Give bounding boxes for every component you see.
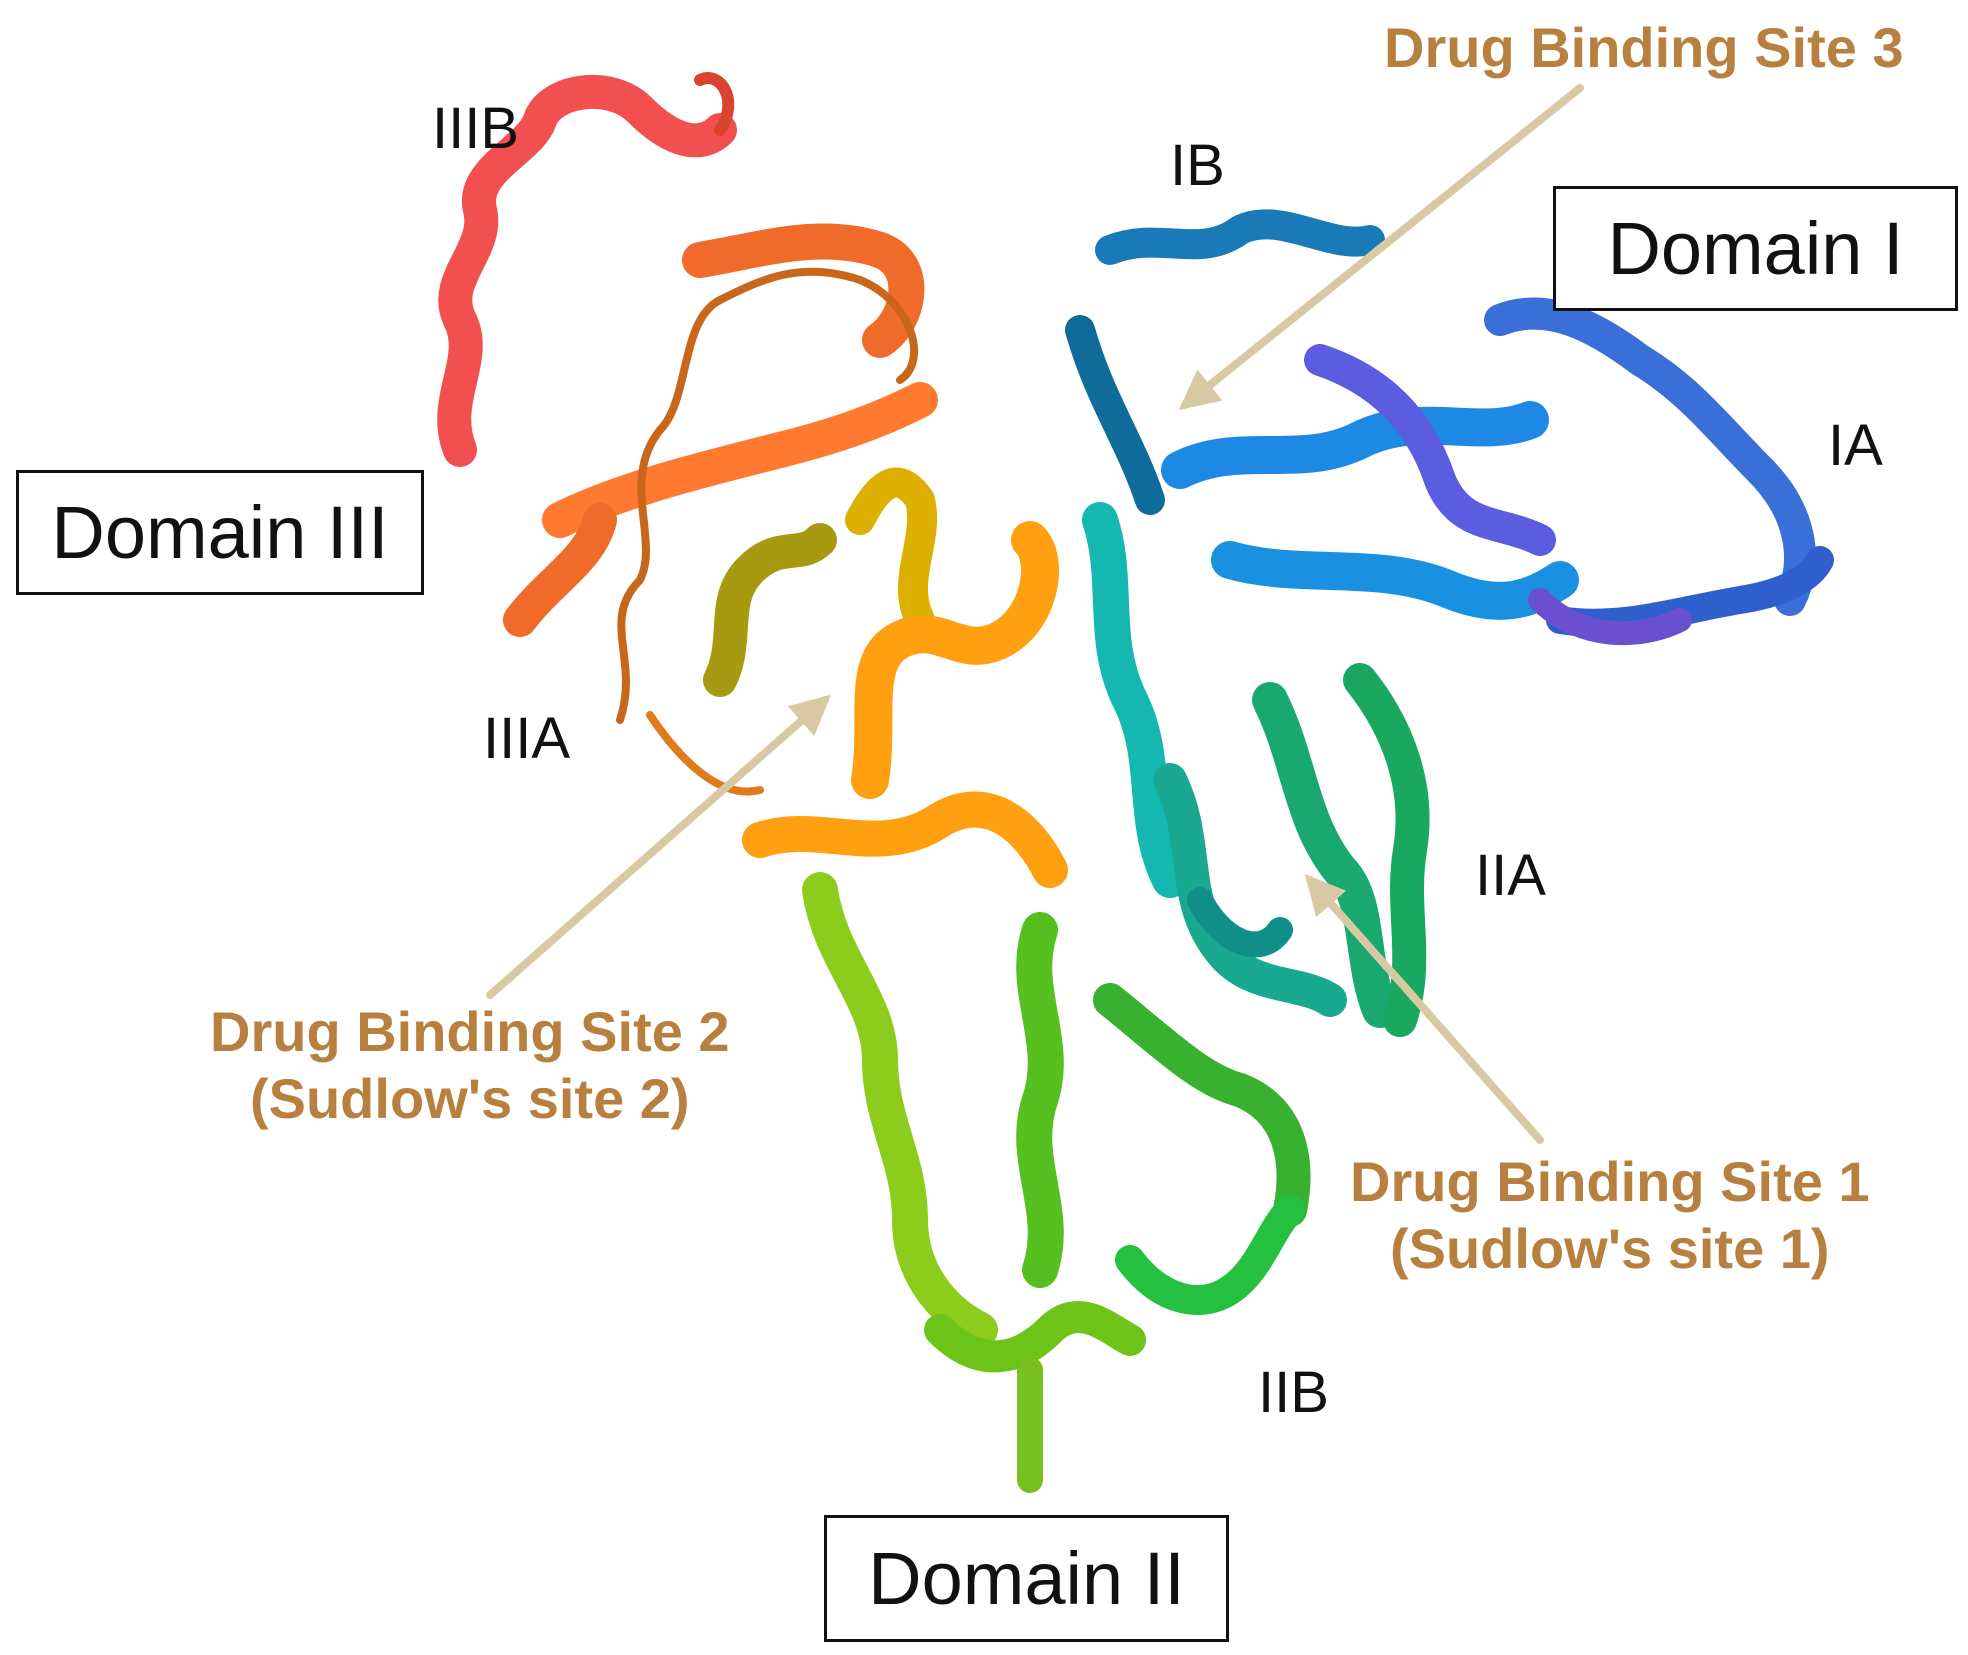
domain-ii-helix-right	[1093, 983, 1311, 1227]
subdomain-ib-label: IB	[1170, 133, 1225, 198]
binding-site-3-title: Drug Binding Site 3	[1384, 16, 1904, 79]
domain-iia-ribbon	[1082, 502, 1430, 1037]
binding-site-2-label: Drug Binding Site 2 (Sudlow's site 2)	[210, 998, 730, 1132]
domain-iia-helix-teal	[1082, 502, 1188, 898]
binding-site-arrows	[486, 84, 1584, 1144]
domain-iii-label: Domain III	[51, 491, 389, 574]
domain-iiia-helix-lower	[742, 791, 1068, 888]
domain-iiia-helix-orange	[851, 521, 1059, 799]
domain-iiib-helix	[437, 74, 737, 467]
domain-ii-helix-bottom	[924, 1301, 1146, 1373]
site3-arrow	[1178, 84, 1584, 411]
domain-i-label: Domain I	[1607, 207, 1904, 290]
subdomain-iia-label: IIA	[1475, 843, 1546, 908]
domain-ii-ribbon	[802, 872, 1311, 1493]
domain-ii-helix-center	[1016, 912, 1064, 1288]
domain-i-helix-core	[1304, 344, 1556, 556]
domain-iia-helix-right	[1343, 663, 1430, 1037]
binding-site-1-label: Drug Binding Site 1 (Sudlow's site 1)	[1350, 1148, 1870, 1282]
subdomain-iiib-label: IIIB	[432, 96, 520, 161]
domain-ii-box: Domain II	[824, 1515, 1229, 1642]
domain-iib-helix	[1115, 1195, 1305, 1315]
site1-arrow	[1304, 874, 1544, 1144]
domain-iiia-ribbon	[703, 467, 1068, 888]
domain-iia-helix-inner	[1187, 887, 1293, 958]
domain-ib-helix-lower	[1065, 315, 1165, 515]
domain-i-ribbon	[1065, 209, 1834, 646]
binding-site-1-title: Drug Binding Site 1	[1350, 1150, 1870, 1213]
domain-iiia-helix-olive	[703, 523, 837, 697]
domain-iiib-coil	[694, 72, 735, 136]
subdomain-iiia-label: IIIA	[483, 706, 571, 771]
binding-site-2-title: Drug Binding Site 2	[210, 1000, 730, 1063]
domain-iii-ribbon	[437, 72, 938, 796]
binding-site-2-subtitle: (Sudlow's site 2)	[249, 1067, 690, 1131]
domain-iii-box: Domain III	[16, 470, 424, 595]
domain-iii-helix-long	[542, 382, 938, 538]
domain-iii-helix-left	[503, 503, 617, 637]
domain-i-helix-central	[1161, 401, 1549, 489]
domain-i-box: Domain I	[1553, 186, 1958, 311]
domain-ib-helix	[1095, 209, 1385, 265]
domain-ia-helix-purple	[1528, 588, 1692, 646]
domain-ii-label: Domain II	[868, 1537, 1185, 1620]
subdomain-iib-label: IIB	[1258, 1360, 1329, 1425]
binding-site-3-label: Drug Binding Site 3	[1384, 14, 1904, 81]
domain-iiia-helix-gold	[845, 467, 938, 635]
domain-iii-loop-lower	[646, 711, 764, 796]
domain-iia-helix-green	[1252, 682, 1398, 1028]
domain-iia-helix-cyan	[1153, 763, 1347, 1017]
domain-ia-helix	[1484, 297, 1816, 616]
domain-ii-helix-left	[802, 872, 998, 1348]
domain-ia-helix-lower	[1546, 546, 1834, 637]
site2-arrow	[486, 694, 832, 999]
domain-iii-loop	[616, 267, 919, 724]
domain-i-helix-lower	[1211, 541, 1579, 620]
subdomain-ia-label: IA	[1828, 413, 1883, 478]
binding-site-1-subtitle: (Sudlow's site 1)	[1389, 1217, 1830, 1281]
